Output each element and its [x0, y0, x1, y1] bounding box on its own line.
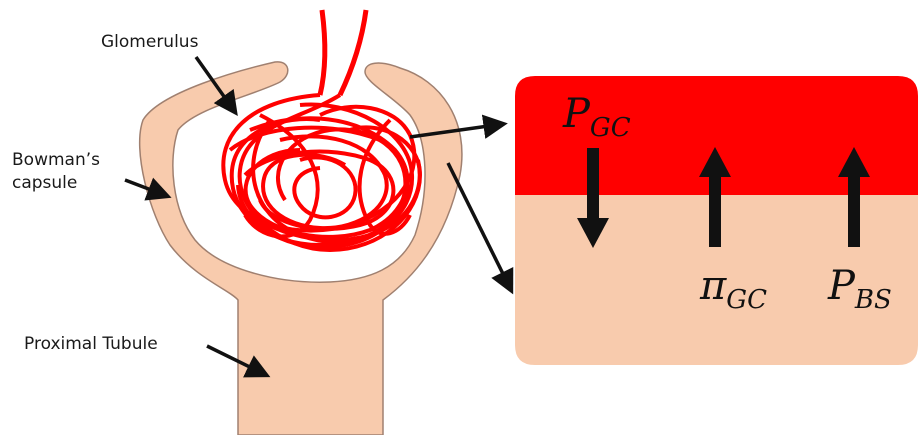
afferent-arteriole: [320, 10, 325, 95]
bowmans-capsule-label-line2: capsule: [12, 172, 77, 194]
proximal-tubule-label: Proximal Tubule: [24, 333, 158, 355]
p-bs-label: PBS: [828, 266, 892, 313]
glomerulus-tuft: [223, 95, 420, 250]
bowmans-capsule-label-line1: Bowman’s: [12, 149, 100, 171]
efferent-arteriole: [340, 10, 366, 95]
zoom-arrow-capsule: [448, 163, 511, 290]
glomerulus-label: Glomerulus: [101, 31, 198, 53]
p-gc-label: PGC: [563, 94, 631, 141]
pi-gc-label: πGC: [700, 266, 767, 313]
